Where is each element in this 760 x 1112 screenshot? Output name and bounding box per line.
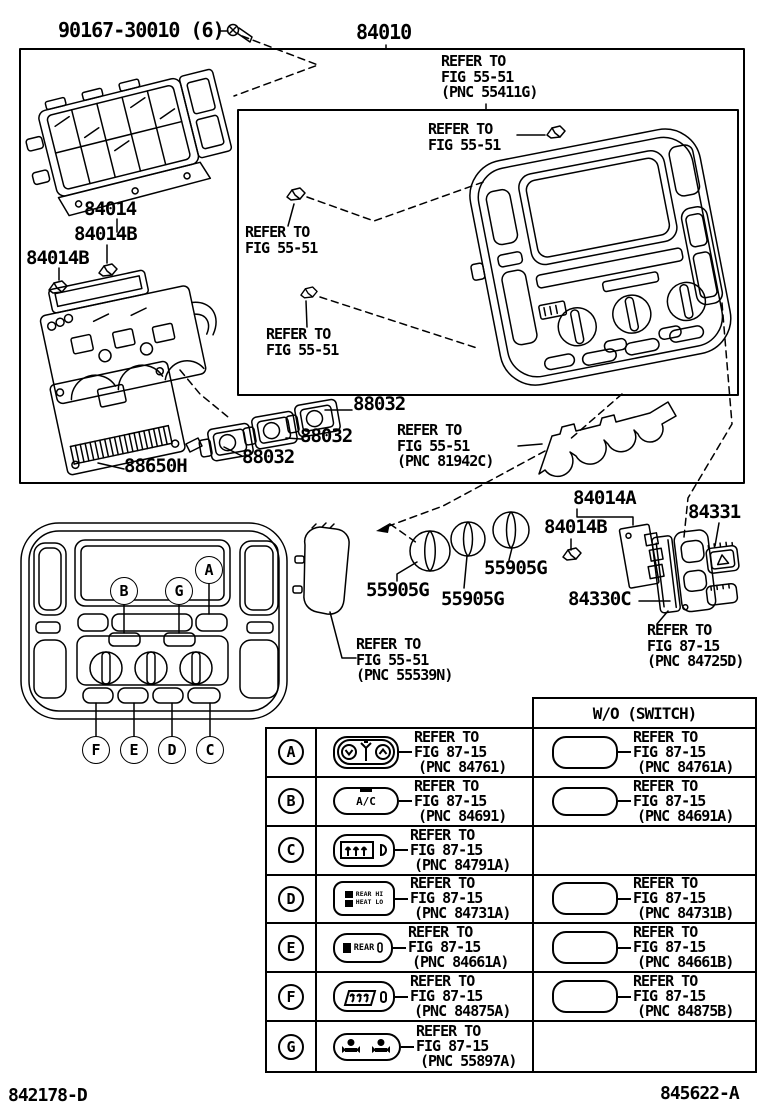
switch-88032-drawing [185, 398, 341, 462]
table-row-b-switch: A/C REFER TO FIG 87-15 (PNC 84691) [317, 777, 534, 827]
table-row-g-letter: G [267, 1022, 317, 1071]
ref-note-fig5551-3: REFER TO FIG 55-51 [266, 325, 339, 359]
ref-note-pnc-55539n: REFER TO FIG 55-51 (PNC 55539N) [356, 635, 453, 684]
table-row-a-wo: REFER TO FIG 87-15 (PNC 84761A) [534, 729, 755, 778]
drawing-id-left: 842178-D [8, 1085, 88, 1106]
table-row-d-switch: REAR HI HEAT LO REFER TO FIG 87-15 (PNC … [317, 875, 534, 925]
ref-note-pnc-84725d: REFER TO FIG 87-15 (PNC 84725D) [647, 621, 744, 670]
pnc-code: (PNC 84661A) [412, 953, 509, 972]
climate-control-drawing [39, 269, 217, 405]
refer-line: REFER TO [414, 729, 479, 746]
table-row-f-wo: REFER TO FIG 87-15 (PNC 84875B) [534, 973, 755, 1023]
callout-g: G [166, 578, 192, 604]
inner-box [237, 109, 739, 396]
reference-table: A REFER TO FIG 87-15 (PNC 84761) RE [265, 727, 757, 1073]
part-label-88032-1: 88032 [353, 393, 406, 415]
blank-button-icon [552, 735, 618, 769]
part-label-84010: 84010 [356, 20, 412, 44]
screw-icon [226, 23, 253, 43]
rear-heater-switch-icon: REAR HI HEAT LO [333, 881, 395, 917]
table-row-e-wo: REFER TO FIG 87-15 (PNC 84661B) [534, 924, 755, 974]
dashed-leader-lines [179, 35, 733, 544]
table-row-e-letter: E [267, 924, 317, 974]
ref-note-pnc-55411g: REFER TO FIG 55-51 (PNC 55411G) [441, 52, 538, 101]
knob-drawings [409, 511, 530, 572]
drawing-id-right: 845622-A [660, 1083, 740, 1104]
outer-box [19, 48, 745, 484]
part-label-84014b-1: 84014B [74, 223, 138, 245]
table-row-b-letter: B [267, 777, 317, 827]
leader-lines [58, 30, 720, 738]
callout-a: A [196, 557, 222, 583]
pnc-code: (PNC 84731A) [414, 904, 511, 923]
callout-b: B [111, 578, 137, 604]
part-label-84014b-3: 84014B [544, 516, 608, 538]
table-row-d-letter: D [267, 875, 317, 925]
part-label-55905g-2: 55905G [441, 588, 505, 610]
part-label-88032-2: 88032 [300, 425, 353, 447]
part-label-84014: 84014 [84, 198, 137, 220]
part-label-88650h: 88650H [124, 455, 188, 477]
table-row-c-letter: C [267, 826, 317, 876]
refer-line: FIG 87-15 [414, 742, 487, 761]
table-row-c-wo-empty [534, 827, 755, 876]
circuit-board-drawing [49, 360, 186, 476]
pnc-code: (PNC 84761A) [637, 757, 734, 776]
table-row-a-letter: A [267, 729, 317, 778]
part-label-55905g-3: 55905G [484, 557, 548, 579]
table-row-e-switch: REAR REFER TO FIG 87-15 (PNC 84661A) [317, 924, 534, 974]
side-panel-drawing [292, 522, 350, 615]
callout-e: E [121, 737, 147, 763]
callout-circles [82, 556, 224, 764]
pnc-code: (PNC 84731B) [637, 904, 734, 923]
blank-button-icon [552, 882, 618, 916]
antenna-switch-icon [333, 735, 399, 769]
cluster-bezel-drawing [469, 128, 732, 386]
part-label-88032-3: 88032 [242, 446, 295, 468]
arrowhead [376, 523, 390, 533]
pnc-code: (PNC 84791A) [414, 855, 511, 874]
blank-button-icon [552, 980, 618, 1014]
rear-switch-icon: REAR [333, 932, 393, 963]
gasket-plate-drawing [538, 401, 677, 478]
pnc-code: (PNC 84761) [418, 757, 507, 776]
ref-note-fig5551-1: REFER TO FIG 55-51 [428, 120, 501, 154]
table-row-f-letter: F [267, 973, 317, 1023]
wo-switch-header: W/O (SWITCH) [532, 697, 757, 729]
switch-assembly-drawing [618, 523, 740, 614]
blank-button-icon [552, 931, 618, 965]
pnc-code: (PNC 84661B) [637, 953, 734, 972]
ref-note-pnc-81942c: REFER TO FIG 55-51 (PNC 81942C) [397, 421, 494, 470]
part-label-55905g-1: 55905G [366, 579, 430, 601]
pnc-code: (PNC 84875B) [637, 1002, 734, 1021]
table-row-b-wo: REFER TO FIG 87-15 (PNC 84691A) [534, 778, 755, 827]
pnc-code: (PNC 84691A) [637, 806, 734, 825]
callout-d: D [159, 737, 185, 763]
callout-f: F [83, 737, 109, 763]
part-label-84014b-2: 84014B [26, 247, 90, 269]
pnc-code: (PNC 84691) [418, 806, 507, 825]
table-row-g-wo-empty [534, 1022, 755, 1071]
pnc-code: (PNC 55897A) [420, 1052, 517, 1071]
part-label-fastener: 90167-30010 (6) [58, 18, 225, 42]
table-row-a-switch: REFER TO FIG 87-15 (PNC 84761) [317, 729, 534, 778]
table-row-g-switch: REFER TO FIG 87-15 (PNC 55897A) [317, 1022, 534, 1071]
junction-block-drawing [25, 68, 233, 217]
table-row-d-wo: REFER TO FIG 87-15 (PNC 84731B) [534, 876, 755, 925]
panel-face-drawing [20, 522, 288, 720]
windshield-defroster-icon [333, 981, 395, 1013]
part-label-84330c: 84330C [568, 588, 632, 610]
callout-c: C [197, 737, 223, 763]
hazard-switch-icon [705, 541, 740, 574]
ac-switch-icon: A/C [333, 787, 399, 816]
pnc-code: (PNC 84875A) [414, 1002, 511, 1021]
part-label-84331: 84331 [688, 501, 741, 523]
seat-heater-switch-icon [333, 1032, 401, 1061]
blank-button-icon [552, 786, 618, 816]
table-row-c-switch: REFER TO FIG 87-15 (PNC 84791A) [317, 826, 534, 876]
rear-window-defogger-icon [333, 833, 395, 867]
table-row-f-switch: REFER TO FIG 87-15 (PNC 84875A) [317, 973, 534, 1023]
part-label-84014a: 84014A [573, 487, 637, 509]
ref-note-fig5551-2: REFER TO FIG 55-51 [245, 223, 318, 257]
